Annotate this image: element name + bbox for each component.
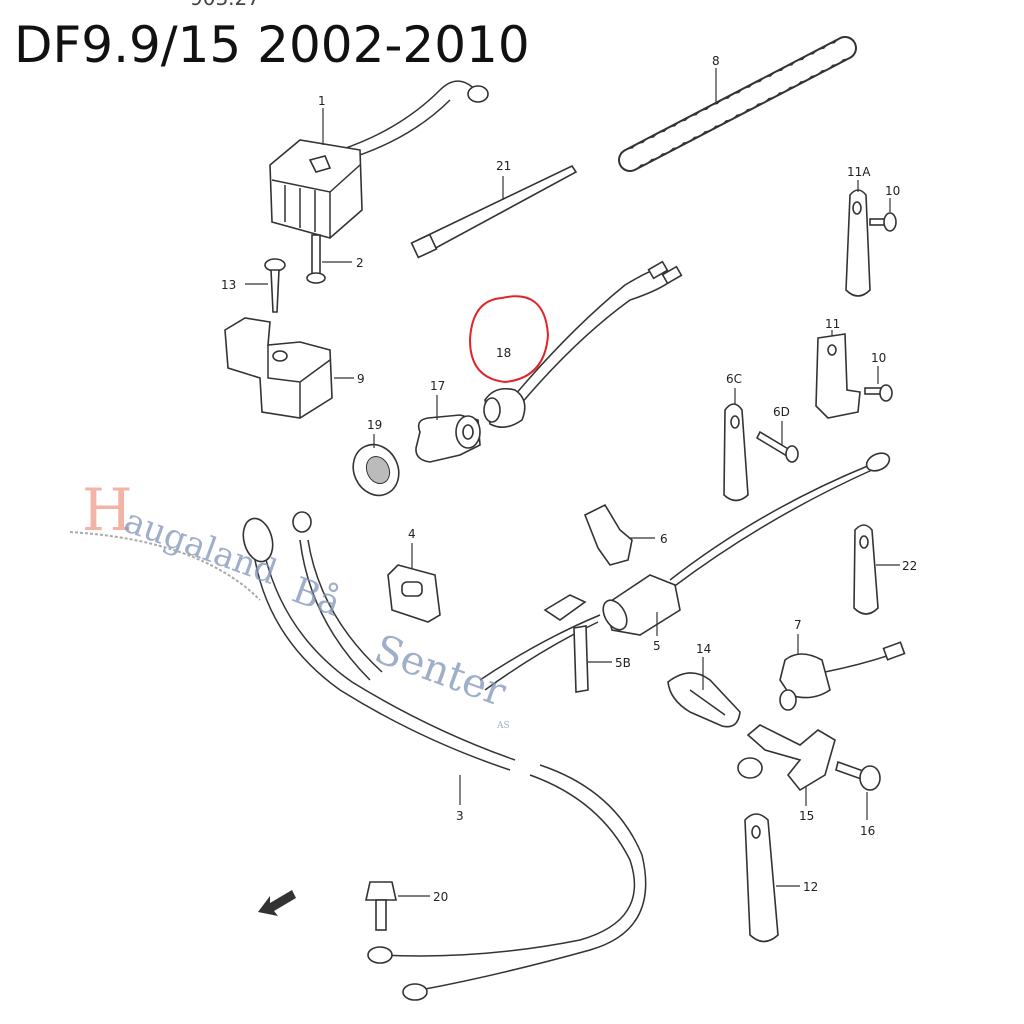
label-5: 5 xyxy=(653,639,661,653)
label-16: 16 xyxy=(860,824,875,838)
part-10-upper xyxy=(869,198,897,232)
part-10-lower xyxy=(864,366,893,402)
watermark-line2: Bå xyxy=(287,570,346,625)
label-19: 19 xyxy=(367,418,382,432)
watermark-suffix: AS xyxy=(496,721,510,731)
label-14: 14 xyxy=(696,642,711,656)
label-5B: 5B xyxy=(615,656,631,670)
label-15: 15 xyxy=(799,809,814,823)
part-2 xyxy=(306,234,352,284)
part-22 xyxy=(853,524,900,615)
part-17 xyxy=(415,395,481,463)
label-22: 22 xyxy=(902,559,917,573)
part-7 xyxy=(779,634,906,711)
watermark-logo: H augaland Bå Senter AS xyxy=(69,476,513,731)
part-11A xyxy=(845,180,871,297)
part-19 xyxy=(352,434,400,497)
label-11A: 11A xyxy=(847,165,871,179)
ground-wire xyxy=(669,452,891,589)
label-1: 1 xyxy=(318,94,326,108)
part-6C xyxy=(723,388,749,502)
part-5 xyxy=(479,574,681,691)
label-17: 17 xyxy=(430,379,445,393)
part-21 xyxy=(410,164,578,259)
label-20: 20 xyxy=(433,890,448,904)
label-4: 4 xyxy=(408,527,416,541)
label-2: 2 xyxy=(356,256,364,270)
label-9: 9 xyxy=(357,372,365,386)
part-15 xyxy=(737,724,836,806)
label-18: 18 xyxy=(496,346,511,360)
label-6C: 6C xyxy=(726,372,742,386)
label-6: 6 xyxy=(660,532,668,546)
part-8 xyxy=(618,36,857,172)
part-14 xyxy=(667,657,741,728)
watermark-line3: Senter xyxy=(369,626,513,716)
label-10-lower: 10 xyxy=(871,351,886,365)
part-13 xyxy=(245,258,286,313)
label-6D: 6D xyxy=(773,405,790,419)
part-6D xyxy=(755,421,799,463)
part-12 xyxy=(744,813,800,943)
watermark-line1: augaland xyxy=(119,501,282,593)
part-20 xyxy=(365,881,430,931)
part-4 xyxy=(387,543,441,623)
front-arrow-icon xyxy=(258,890,296,916)
label-3: 3 xyxy=(456,809,464,823)
part-1 xyxy=(269,80,489,239)
label-8: 8 xyxy=(712,54,720,68)
highlight-circle xyxy=(468,295,550,384)
page-title: DF9.9/15 2002-2010 xyxy=(14,16,530,74)
part-16 xyxy=(835,760,881,820)
label-21: 21 xyxy=(496,159,511,173)
part-labels: 1 2 13 9 21 8 11A 10 11 10 18 17 6C 6D 1… xyxy=(221,54,917,904)
part-3-harness xyxy=(242,511,647,1001)
label-12: 12 xyxy=(803,880,818,894)
label-11: 11 xyxy=(825,317,840,331)
part-9 xyxy=(224,317,354,419)
label-10-upper: 10 xyxy=(885,184,900,198)
label-13: 13 xyxy=(221,278,236,292)
part-18 xyxy=(483,260,683,428)
label-7: 7 xyxy=(794,618,802,632)
part-5B xyxy=(573,625,612,693)
part-6 xyxy=(583,503,655,566)
part-11 xyxy=(815,330,861,419)
top-partial-caption: 903.27 xyxy=(190,0,260,10)
